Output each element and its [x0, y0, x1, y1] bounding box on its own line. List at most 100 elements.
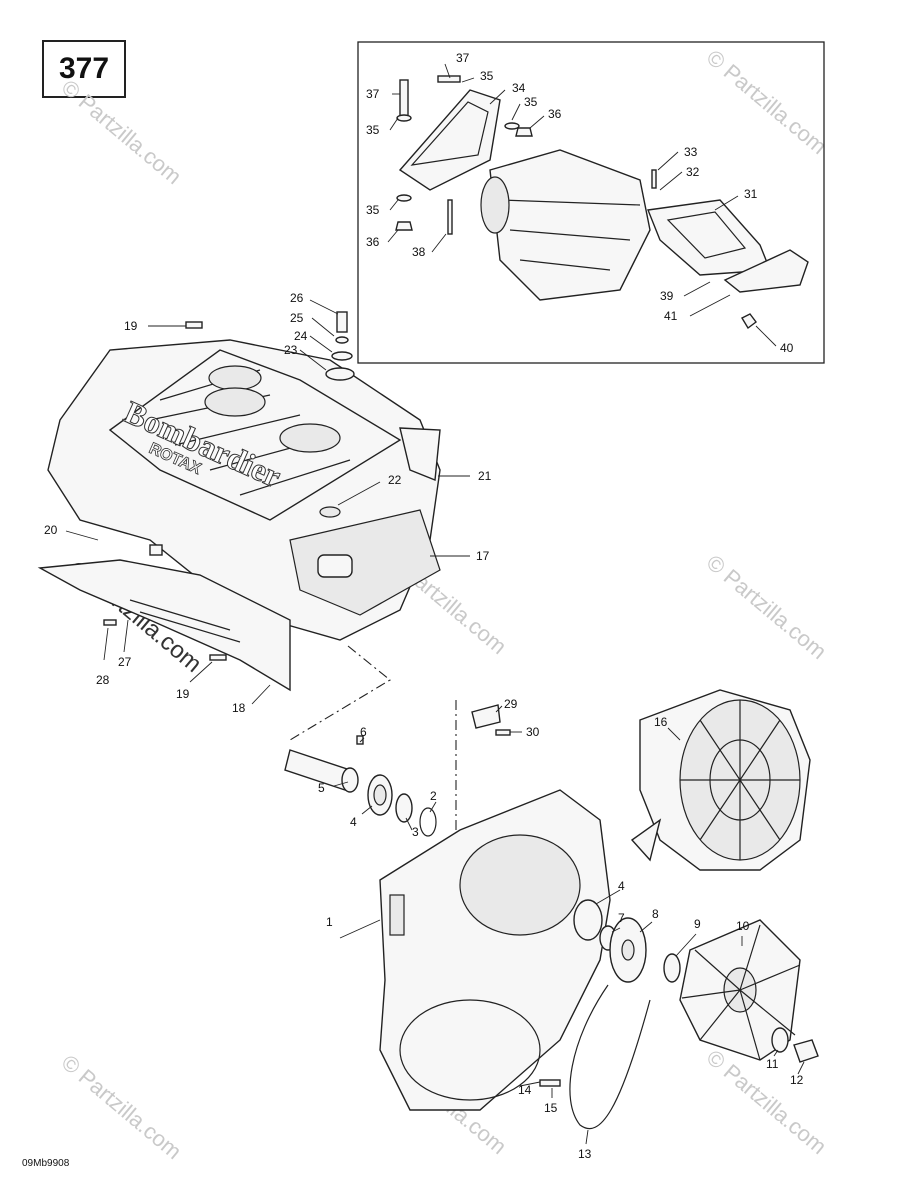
- bolt-37-left: [399, 79, 409, 117]
- housing-tab: [389, 894, 405, 936]
- leader-20: [65, 530, 99, 541]
- callout-23: 23: [284, 343, 298, 357]
- leader-3: [405, 817, 413, 831]
- callout-40: 40: [780, 341, 794, 355]
- callout-labels: 1 2 3 4 4 5 6 7 8 9 10 11 12 13 14 15 16…: [44, 51, 804, 1161]
- leader-35b: [511, 103, 521, 121]
- bolt-37-top: [437, 75, 461, 83]
- leader-36b: [387, 229, 399, 243]
- callout-25: 25: [290, 311, 304, 325]
- callout-5: 5: [318, 781, 325, 795]
- cover-port-3: [279, 423, 341, 453]
- leader-12: [797, 1061, 805, 1075]
- leader-lines: [65, 63, 805, 1145]
- engine-block: [489, 149, 651, 301]
- callout-6: 6: [360, 725, 367, 739]
- callout-20: 20: [44, 523, 58, 537]
- leader-11: [773, 1049, 779, 1057]
- shaft-end: [341, 767, 359, 793]
- callout-36b: 36: [366, 235, 380, 249]
- callout-2: 2: [430, 789, 437, 803]
- washer-25: [335, 336, 349, 344]
- callout-17: 17: [476, 549, 490, 563]
- washer-35-lower: [396, 194, 412, 202]
- leader-29: [495, 705, 503, 713]
- leader-2: [429, 801, 437, 813]
- callout-3: 3: [412, 825, 419, 839]
- callout-7: 7: [618, 911, 625, 925]
- callout-38: 38: [412, 245, 426, 259]
- callout-35c: 35: [366, 123, 380, 137]
- callout-35a: 35: [480, 69, 494, 83]
- engine-fins: [499, 199, 641, 271]
- leader-35d: [389, 199, 399, 211]
- intake-silencer-inner: [410, 101, 489, 166]
- callout-14: 14: [518, 1083, 532, 1097]
- callout-19b: 19: [176, 687, 190, 701]
- fan-blades: [681, 924, 801, 1061]
- bolt-26: [336, 311, 348, 333]
- nut-36-right: [515, 127, 533, 137]
- callout-37b: 37: [456, 51, 470, 65]
- leader-38: [431, 233, 447, 253]
- leader-25: [311, 317, 335, 337]
- washer-11: [771, 1027, 789, 1053]
- leader-41: [689, 294, 731, 317]
- callout-32: 32: [686, 165, 700, 179]
- callout-19a: 19: [124, 319, 138, 333]
- housing-lower-ring: [399, 999, 541, 1101]
- cover-foot: [630, 818, 662, 862]
- inset-frame: [357, 41, 825, 364]
- leader-37b: [444, 63, 451, 79]
- seal-23: [325, 367, 355, 381]
- leader-31: [714, 195, 739, 211]
- callout-24: 24: [294, 329, 308, 343]
- callout-29: 29: [504, 697, 518, 711]
- callout-28: 28: [96, 673, 110, 687]
- callout-37a: 37: [366, 87, 380, 101]
- engine-inset: [357, 41, 825, 364]
- callout-22: 22: [388, 473, 402, 487]
- leader-28: [103, 627, 109, 661]
- bracket-29: [471, 704, 501, 729]
- leader-35c: [389, 117, 399, 131]
- callout-16: 16: [654, 715, 668, 729]
- leader-8: [639, 921, 653, 933]
- page-number: 377: [58, 52, 110, 85]
- watermark-5: © Partzilla.com: [57, 1050, 187, 1164]
- screw-38: [447, 199, 453, 235]
- callout-10: 10: [736, 919, 750, 933]
- leader-6: [359, 737, 365, 743]
- leader-16: [667, 727, 681, 741]
- leader-39: [683, 281, 711, 297]
- washer-35-right: [504, 122, 520, 130]
- leader-26: [309, 299, 339, 315]
- key-6: [356, 735, 364, 745]
- leader-7: [611, 927, 621, 933]
- bracket-inner: [666, 211, 747, 259]
- washer-24: [331, 351, 353, 361]
- leader-33: [657, 151, 679, 171]
- engine-cover-group: Bombardier ROTAX: [47, 311, 441, 641]
- cover-port-2: [204, 387, 266, 417]
- seal-3: [395, 793, 413, 823]
- screw-33: [651, 169, 657, 189]
- callout-8: 8: [652, 907, 659, 921]
- cover-vent-slot: [317, 554, 353, 578]
- clip-20: [149, 544, 163, 556]
- watermark-2: © Partzilla.com: [702, 45, 832, 159]
- leader-19b: [189, 661, 213, 683]
- leader-24: [309, 335, 333, 353]
- callout-35d: 35: [366, 203, 380, 217]
- callout-33: 33: [684, 145, 698, 159]
- callout-21: 21: [478, 469, 492, 483]
- deflector: [723, 249, 809, 293]
- bearing-4-lower: [573, 899, 603, 941]
- grommet-22: [319, 506, 341, 518]
- drive-belt-13: [569, 984, 651, 1130]
- callout-4b: 4: [618, 879, 625, 893]
- bearing-4-inner: [373, 784, 387, 806]
- leader-9: [675, 933, 697, 957]
- watermark-4: © Partzilla.com: [702, 550, 832, 664]
